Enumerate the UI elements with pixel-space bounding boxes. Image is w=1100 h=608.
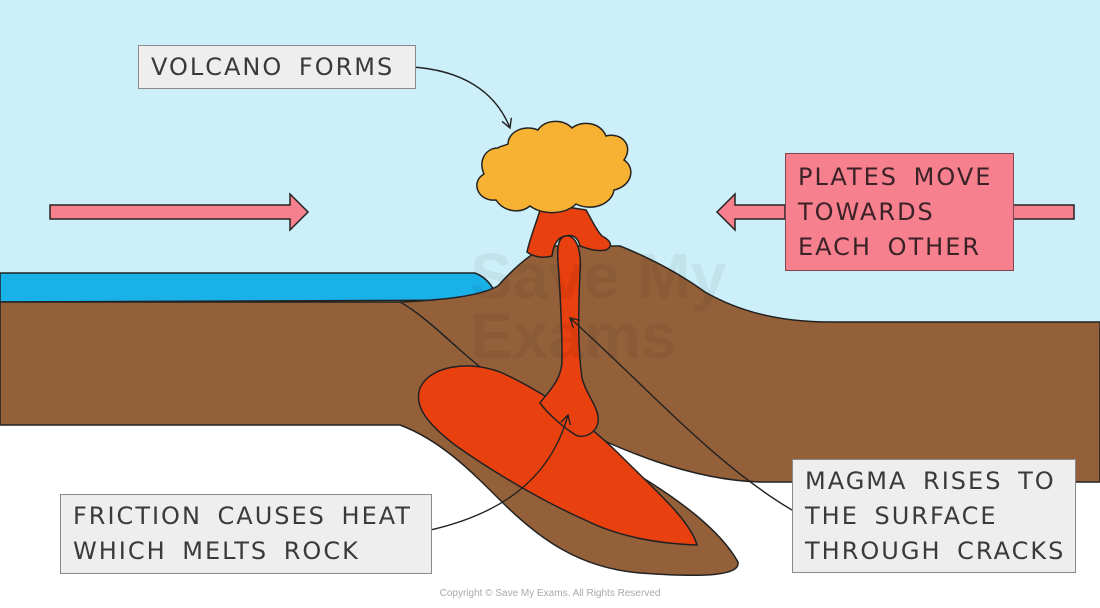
plates-move-label: PLATES MOVE TOWARDS EACH OTHER <box>785 153 1014 271</box>
right-pointing-arrow-icon <box>49 192 310 232</box>
lava-flow <box>526 205 612 258</box>
plates-move-line: EACH OTHER <box>798 233 982 261</box>
plates-move-line: TOWARDS <box>798 198 935 226</box>
friction-line: FRICTION CAUSES HEAT <box>73 502 412 530</box>
ocean <box>0 272 500 303</box>
magma-chamber <box>417 365 698 546</box>
volcano-forms-label: VOLCANO FORMS <box>138 45 416 89</box>
friction-label: FRICTION CAUSES HEAT WHICH MELTS ROCK <box>60 494 432 574</box>
magma-line: MAGMA RISES TO <box>805 467 1056 495</box>
magma-conduit <box>539 235 599 438</box>
eruption-cloud <box>476 120 632 214</box>
magma-rises-label: MAGMA RISES TO THE SURFACE THROUGH CRACK… <box>792 459 1076 573</box>
volcano-leader-line <box>411 66 513 130</box>
copyright-notice: Copyright © Save My Exams. All Rights Re… <box>439 588 661 599</box>
oceanic-plate <box>0 301 739 577</box>
volcano-forms-text: VOLCANO FORMS <box>151 53 395 81</box>
plates-move-line: PLATES MOVE <box>798 163 993 191</box>
friction-line: WHICH MELTS ROCK <box>73 537 360 565</box>
magma-line: THE SURFACE <box>805 502 998 530</box>
left-pointing-arrow-icon <box>715 192 786 232</box>
friction-leader-line <box>425 413 572 532</box>
magma-leader-line <box>568 317 800 515</box>
arrow-tail <box>1012 204 1075 220</box>
magma-line: THROUGH CRACKS <box>805 537 1066 565</box>
